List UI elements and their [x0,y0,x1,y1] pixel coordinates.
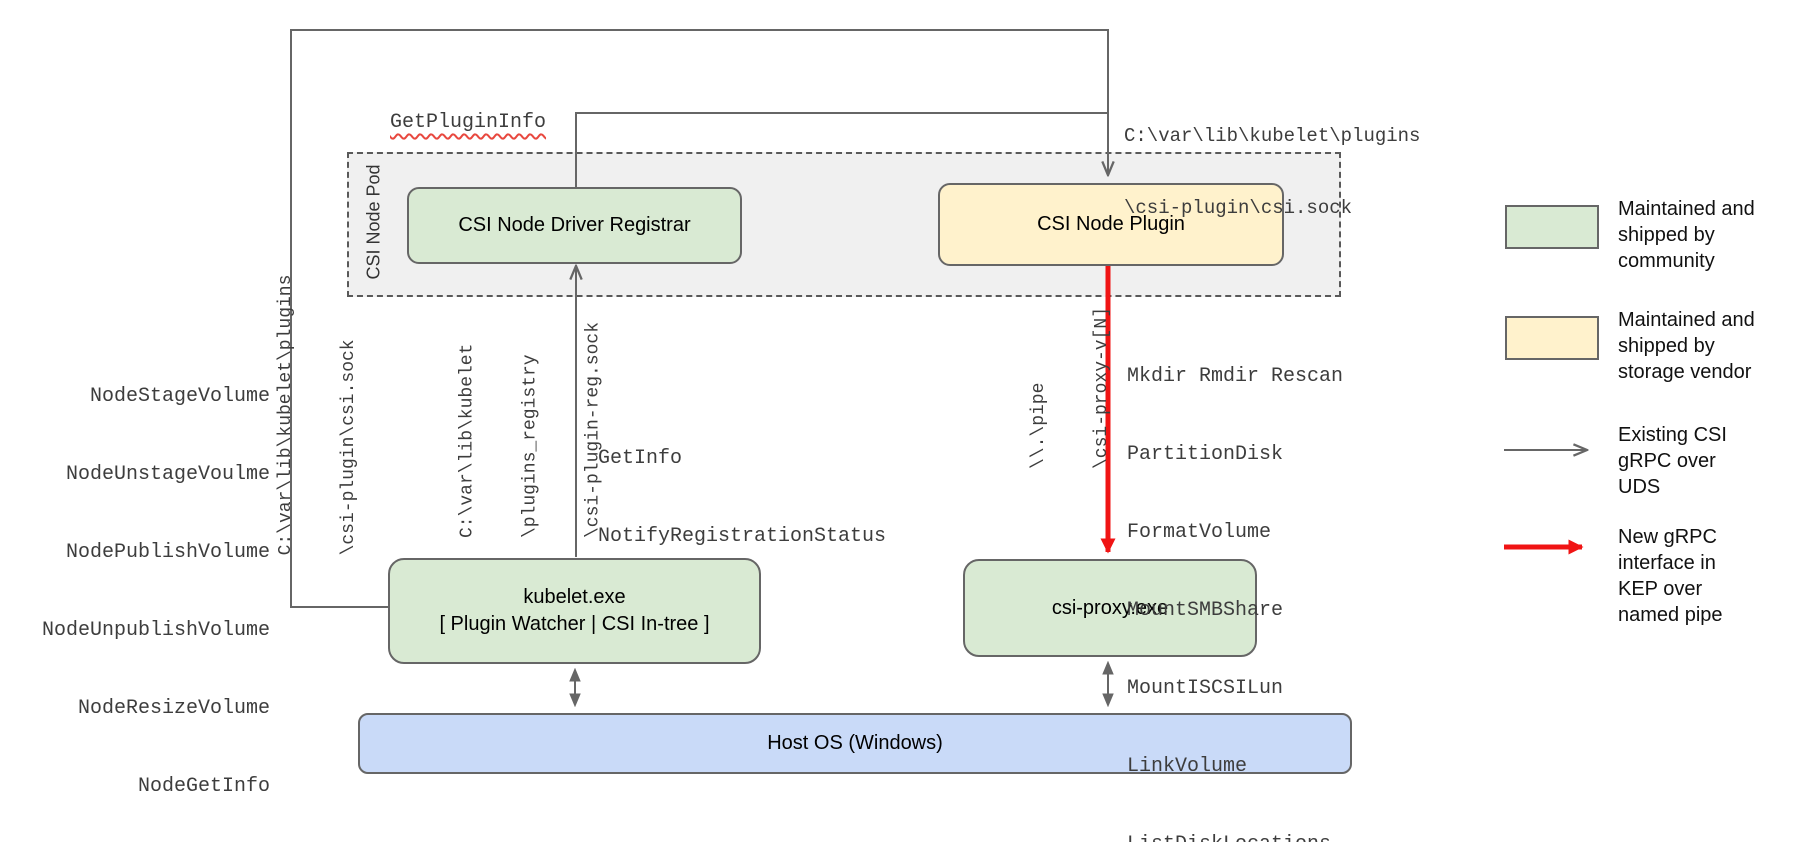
legend-community-swatch [1505,205,1599,249]
list-item: NodeUnpublishVolume [41,619,270,642]
kubelet-label-line2: [ Plugin Watcher | CSI In-tree ] [439,613,710,635]
proxy-rpc-list: Mkdir Rmdir Rescan PartitionDisk FormatV… [1127,312,1343,842]
list-item: MountSMBShare [1127,599,1284,622]
list-item: NodePublishVolume [65,541,270,564]
kubelet-to-plugin-uds-connector [290,29,1108,608]
plugin-label: CSI Node Plugin [1037,213,1185,235]
kubelet-label-line1: kubelet.exe [523,586,626,608]
top-socket-path-label: C:\var\lib\kubelet\plugins \csi-plugin\c… [1124,125,1421,219]
legend-namedpipe-text: New gRPC interface in KEP over named pip… [1618,526,1723,626]
registration-rpcs-label: GetInfo NotifyRegistrationStatus [598,447,887,548]
csi-node-pod-label: CSI Node Pod [363,164,384,280]
kubelet-box: kubelet.exe [ Plugin Watcher | CSI In-tr… [388,558,761,664]
registrar-getplugininfo-connector [575,112,1108,188]
list-item: NodeStageVolume [89,385,270,408]
getplugininfo-label: GetPluginInfo [390,111,547,134]
registrar-label: CSI Node Driver Registrar [458,214,691,236]
list-item: Mkdir Rmdir Rescan [1127,365,1344,388]
list-item: NodeResizeVolume [77,697,270,720]
list-item: PartitionDisk [1127,443,1284,466]
host-os-box: Host OS (Windows) [358,713,1352,774]
csi-node-plugin-box: CSI Node Plugin [938,183,1284,266]
csi-proxy-box: csi-proxy.exe [963,559,1257,657]
host-os-label: Host OS (Windows) [767,732,943,754]
list-item: ListDiskLocations [1127,832,1343,842]
list-item: FormatVolume [1127,521,1272,544]
list-item: MountISCSILun [1127,677,1284,700]
list-item: LinkVolume [1127,755,1248,778]
csi-node-driver-registrar-box: CSI Node Driver Registrar [407,187,742,264]
list-item: NodeGetInfo [137,775,270,798]
legend-vendor-text: Maintained and shipped by storage vendor [1618,309,1755,383]
node-rpc-list: NodeStageVolume NodeUnstageVoulme NodePu… [30,332,270,842]
legend-vendor-swatch [1505,316,1599,360]
csi-proxy-label: csi-proxy.exe [1051,596,1169,619]
kubelet-plugin-socket-label: C:\var\lib\kubelet\plugins \csi-plugin\c… [276,274,359,556]
legend-community-text: Maintained and shipped by community [1618,198,1755,272]
list-item: NodeUnstageVoulme [65,463,270,486]
legend-uds-text: Existing CSI gRPC over UDS [1618,424,1727,498]
